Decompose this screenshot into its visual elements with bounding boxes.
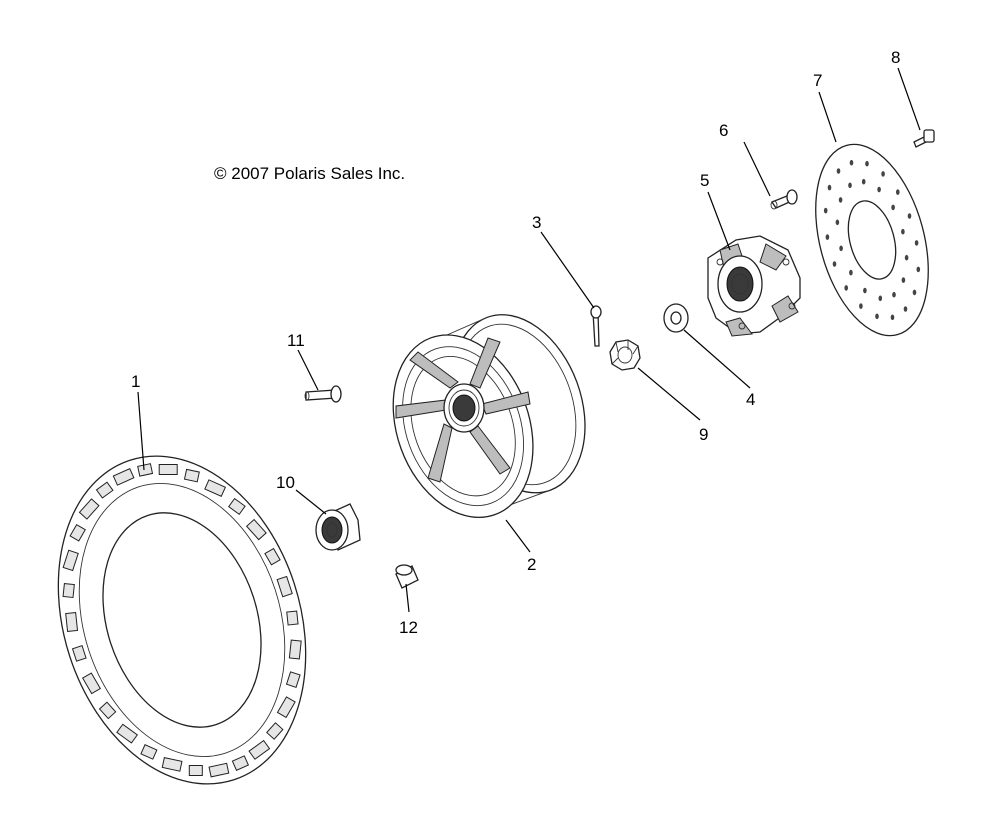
disc-hole (849, 159, 854, 166)
disc-hole (901, 277, 906, 283)
callout-5: 5 (700, 171, 709, 190)
disc-hole (916, 266, 921, 273)
disc-hole (849, 269, 853, 276)
callout-1: 1 (131, 372, 140, 391)
callout-4: 4 (746, 390, 755, 409)
tread-lug (188, 765, 203, 776)
disc-hole (877, 186, 881, 193)
tread-lug (78, 498, 100, 520)
brake-disc (815, 143, 929, 337)
tire (57, 455, 307, 785)
disc-hole (892, 291, 896, 298)
tread-lug (116, 723, 139, 744)
tread-lug (69, 523, 86, 542)
callout-2: 2 (527, 555, 536, 574)
tread-lug (62, 582, 75, 599)
leader-lines (137, 67, 921, 613)
disc-hole (878, 295, 883, 302)
disc-hole (865, 160, 869, 167)
tire-tread-lugs (62, 463, 302, 778)
castle-nut (609, 339, 641, 371)
disc-hole (912, 289, 917, 296)
disc-hole (836, 168, 841, 174)
cotter-pin (590, 305, 602, 347)
disc-hole (859, 303, 863, 309)
tread-lug (228, 497, 246, 515)
callout-12: 12 (399, 618, 418, 637)
callout-3: 3 (532, 213, 541, 232)
hub-bolt (770, 189, 798, 210)
disc-hole (904, 254, 909, 261)
disc-hole (861, 178, 866, 185)
disc-hole (914, 240, 919, 246)
tread-lug (276, 575, 293, 598)
axle-bolt (304, 385, 342, 403)
disc-hole (907, 213, 912, 219)
tread-lug (285, 671, 301, 688)
tread-lug (248, 739, 271, 760)
brake-disc-holes (823, 159, 921, 321)
tread-lug (158, 464, 178, 475)
disc-hole (896, 189, 900, 195)
callout-7: 7 (813, 71, 822, 90)
disc-hole (890, 314, 895, 321)
tread-lug (204, 479, 227, 497)
tread-lug (95, 481, 114, 499)
tread-lug (140, 744, 158, 760)
dowel-pin (395, 564, 419, 589)
callout-numbers: 1 2 3 4 5 6 7 8 9 10 11 12 (131, 48, 900, 637)
disc-hole (875, 313, 879, 320)
disc-hole (827, 184, 832, 191)
disc-hole (891, 204, 895, 211)
callout-11: 11 (287, 331, 305, 350)
tread-lug (62, 549, 79, 572)
tread-lug (98, 701, 117, 720)
callout-10: 10 (276, 473, 295, 492)
disc-hole (835, 219, 840, 226)
disc-hole (825, 234, 830, 240)
tread-lug (231, 755, 250, 771)
tread-lug (137, 463, 154, 477)
copyright-text: © 2007 Polaris Sales Inc. (214, 164, 405, 183)
tread-lug (286, 610, 299, 626)
disc-hole (832, 261, 837, 267)
tread-lug (112, 468, 135, 486)
tread-lug (65, 611, 79, 633)
disc-hole (823, 207, 828, 214)
disc-hole (839, 245, 843, 252)
tread-lug (264, 547, 281, 566)
disc-hole (903, 306, 908, 312)
tread-lug (288, 639, 302, 660)
disc-hole (863, 287, 867, 294)
callout-6: 6 (719, 121, 728, 140)
wheel-rim (392, 314, 586, 518)
tread-lug (161, 757, 183, 772)
bearing (315, 503, 361, 551)
callout-9: 9 (699, 425, 708, 444)
tread-lug (245, 518, 267, 541)
disc-hole (838, 197, 843, 203)
tread-lug (183, 468, 200, 483)
tread-lug (81, 672, 102, 695)
disc-hole (901, 228, 905, 235)
tread-lug (266, 722, 284, 740)
rim-spokes (395, 337, 531, 483)
tread-lug (208, 762, 230, 778)
disc-bolt (913, 129, 935, 148)
washer (663, 303, 689, 333)
disc-hole (848, 182, 852, 189)
tread-lug (276, 696, 296, 719)
callout-8: 8 (891, 48, 900, 67)
disc-hole (881, 171, 885, 177)
wheel-hub (707, 235, 801, 337)
disc-hole (844, 285, 848, 291)
tread-lug (71, 645, 87, 662)
